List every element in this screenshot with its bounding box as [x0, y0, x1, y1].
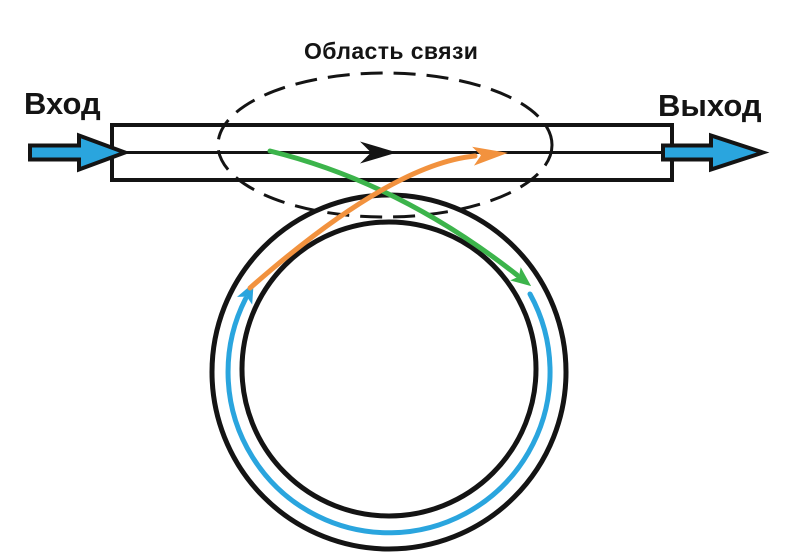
ring-circulation-arrow-icon [225, 282, 553, 536]
coupling-out-arrow-icon [247, 146, 508, 291]
coupling-region-label: Область связи [304, 38, 479, 64]
output-flow-arrow-icon [661, 132, 770, 173]
output-label: Выход [658, 88, 762, 123]
coupling-region-ellipse [216, 71, 554, 219]
bus-direction-arrow-icon [360, 141, 397, 164]
input-flow-arrow-icon [28, 132, 131, 173]
input-label: Вход [24, 86, 101, 121]
coupling-in-arrow-icon [267, 148, 532, 287]
ring-inner-circle [239, 219, 539, 519]
